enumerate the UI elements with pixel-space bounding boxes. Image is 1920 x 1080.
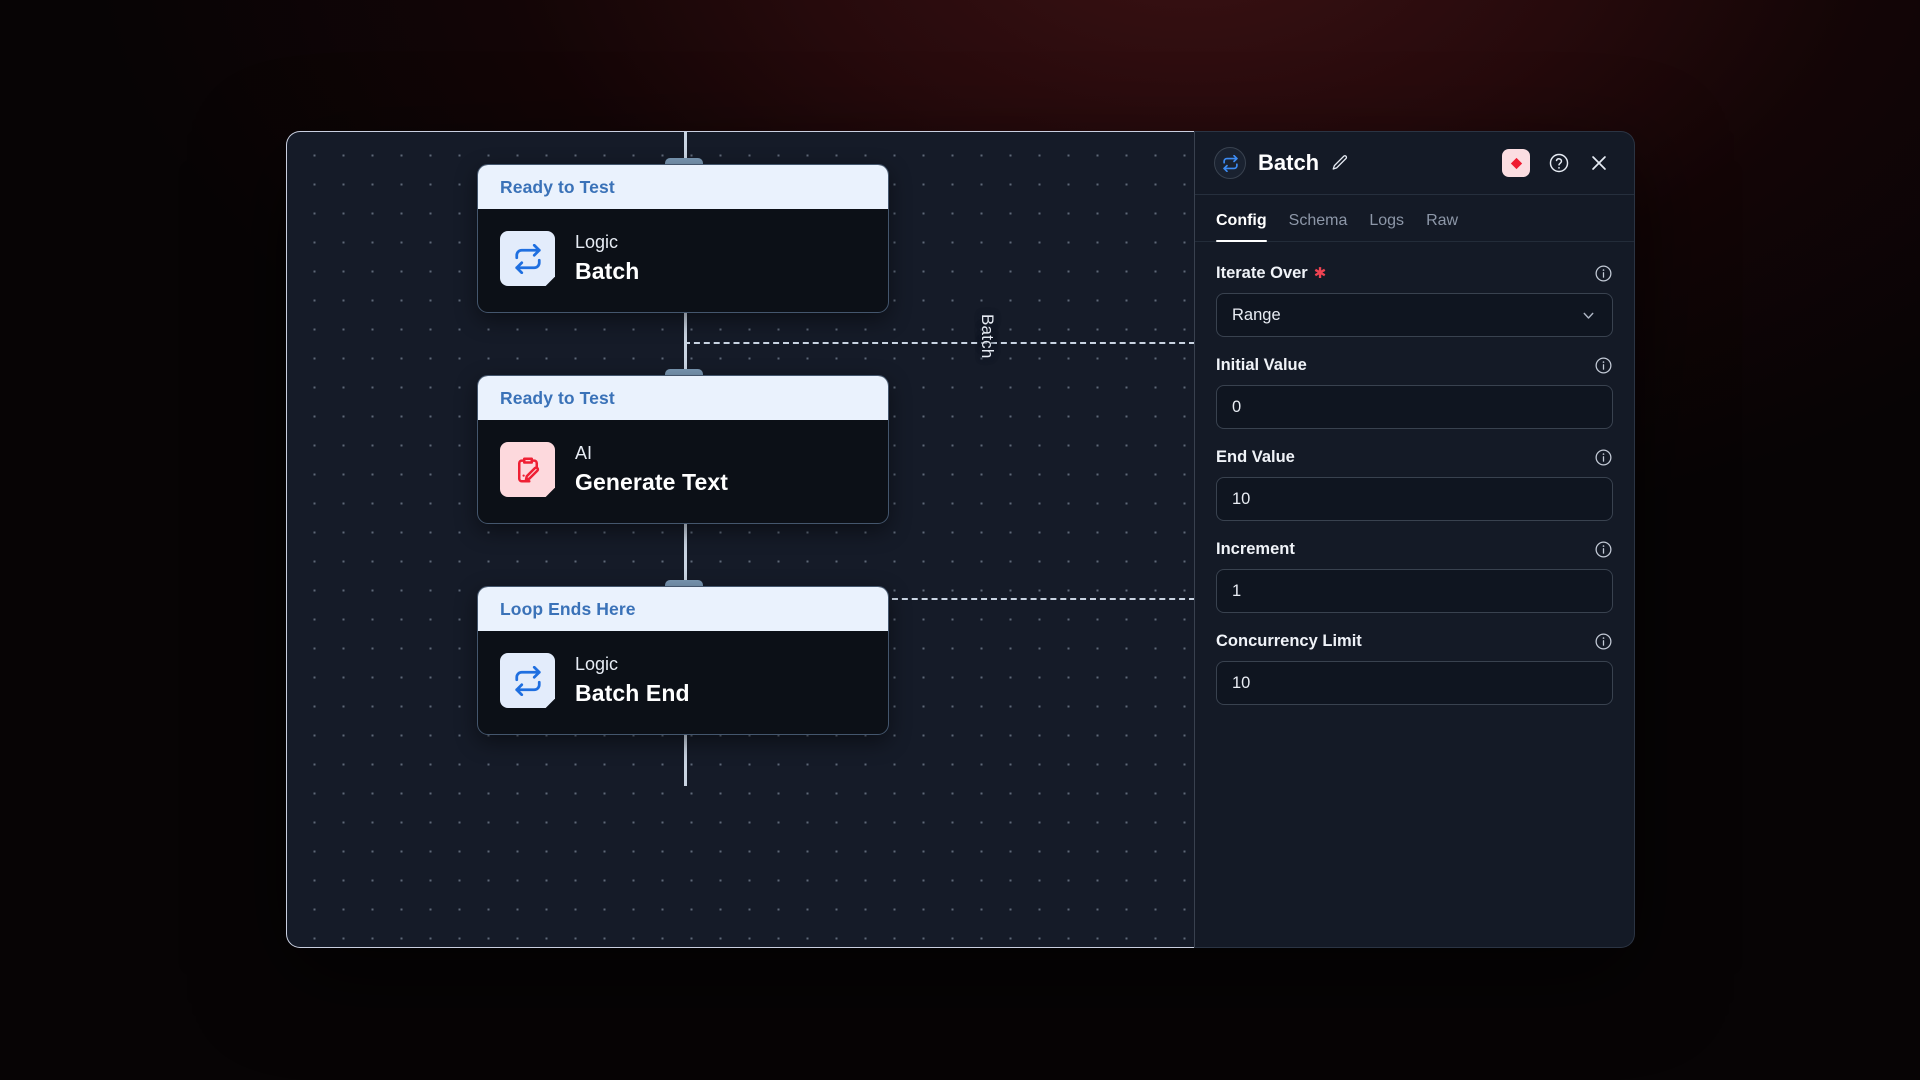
node-body: AI Generate Text (478, 420, 888, 523)
info-icon[interactable] (1594, 264, 1613, 283)
node-status-label: Loop Ends Here (478, 587, 888, 631)
tab-config[interactable]: Config (1216, 212, 1278, 242)
repeat-loop-icon (500, 231, 555, 286)
node-title: Batch (575, 258, 640, 284)
field-label-row: Initial Value (1216, 356, 1613, 375)
input-value: 10 (1232, 673, 1251, 692)
field-label-row: Concurrency Limit (1216, 632, 1613, 651)
field-increment: Increment 1 (1216, 540, 1613, 613)
chevron-down-icon (1580, 307, 1597, 324)
node-text: Logic Batch End (575, 654, 690, 707)
info-icon[interactable] (1594, 632, 1613, 651)
config-fields: Iterate Over ✱ Range (1195, 242, 1634, 724)
field-label-row: Increment (1216, 540, 1613, 559)
field-label: Iterate Over (1216, 264, 1308, 282)
panel-tabs: Config Schema Logs Raw (1195, 195, 1634, 242)
node-body: Logic Batch (478, 209, 888, 312)
tab-logs[interactable]: Logs (1369, 212, 1405, 229)
edge-loop-start-dashed (684, 342, 1194, 344)
initial-value-input[interactable]: 0 (1216, 385, 1613, 429)
end-value-input[interactable]: 10 (1216, 477, 1613, 521)
node-title: Batch End (575, 680, 690, 706)
required-marker: ✱ (1313, 265, 1327, 282)
node-config-panel: Batch (1194, 131, 1635, 948)
concurrency-limit-input[interactable]: 10 (1216, 661, 1613, 705)
tab-schema[interactable]: Schema (1288, 212, 1348, 229)
edge-top-entry (684, 132, 687, 165)
workflow-app-window: Batch Ready to Test Logic Batch (286, 131, 1635, 948)
info-icon[interactable] (1594, 448, 1613, 467)
select-value: Range (1232, 305, 1281, 324)
node-batch-end[interactable]: Loop Ends Here Logic Batch End (477, 586, 889, 735)
input-value: 1 (1232, 581, 1242, 600)
field-label: Increment (1216, 540, 1295, 558)
edge-loop-end-dashed (684, 598, 1194, 600)
node-category: Logic (575, 654, 619, 674)
pencil-icon[interactable] (1331, 154, 1349, 172)
help-circle-icon[interactable] (1548, 152, 1570, 174)
workflow-canvas[interactable]: Batch Ready to Test Logic Batch (286, 131, 1194, 948)
edge-node2-node3 (684, 515, 687, 581)
input-value: 10 (1232, 489, 1251, 508)
node-status-label: Ready to Test (478, 165, 888, 209)
field-label-row: Iterate Over ✱ (1216, 264, 1613, 283)
node-generate-text[interactable]: Ready to Test AI Generate Text (477, 375, 889, 524)
panel-title: Batch (1258, 150, 1320, 175)
edge-bottom-exit (684, 726, 687, 786)
node-text: AI Generate Text (575, 443, 728, 496)
increment-input[interactable]: 1 (1216, 569, 1613, 613)
field-label: Concurrency Limit (1216, 632, 1362, 650)
repeat-loop-icon (500, 653, 555, 708)
edge-label-batch: Batch (978, 314, 997, 359)
field-end-value: End Value 10 (1216, 448, 1613, 521)
field-concurrency-limit: Concurrency Limit 10 (1216, 632, 1613, 705)
field-label: Initial Value (1216, 356, 1307, 374)
node-category: AI (575, 443, 593, 463)
node-text: Logic Batch (575, 232, 639, 285)
field-iterate-over: Iterate Over ✱ Range (1216, 264, 1613, 337)
field-initial-value: Initial Value 0 (1216, 356, 1613, 429)
iterate-over-select[interactable]: Range (1216, 293, 1613, 337)
node-batch[interactable]: Ready to Test Logic Batch (477, 164, 889, 313)
tab-raw[interactable]: Raw (1426, 212, 1459, 229)
panel-header: Batch (1195, 132, 1634, 195)
field-label: End Value (1216, 448, 1295, 466)
input-value: 0 (1232, 397, 1242, 416)
edge-node1-node2 (684, 304, 687, 370)
repeat-loop-icon (1214, 147, 1246, 179)
info-icon[interactable] (1594, 356, 1613, 375)
clipboard-pencil-icon (500, 442, 555, 497)
close-icon[interactable] (1588, 152, 1610, 174)
node-status-label: Ready to Test (478, 376, 888, 420)
red-diamond-icon[interactable] (1502, 149, 1530, 177)
info-icon[interactable] (1594, 540, 1613, 559)
node-body: Logic Batch End (478, 631, 888, 734)
node-category: Logic (575, 232, 619, 252)
node-title: Generate Text (575, 469, 728, 495)
field-label-row: End Value (1216, 448, 1613, 467)
